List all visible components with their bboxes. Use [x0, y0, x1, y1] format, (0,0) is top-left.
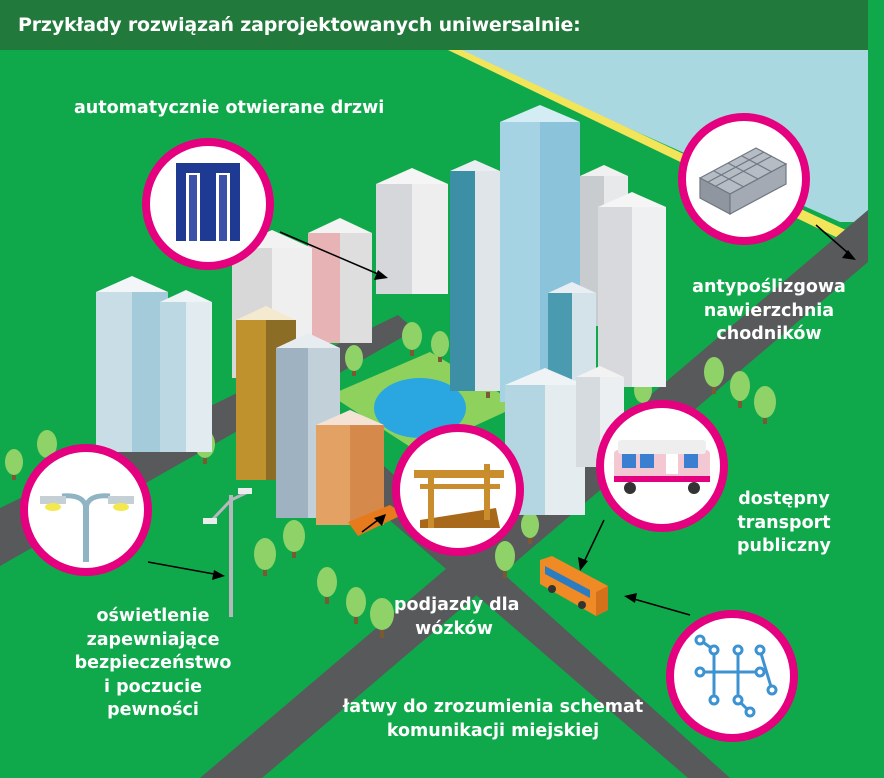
- transit-map-icon: [694, 634, 778, 718]
- label-line: podjazdy dla: [394, 595, 520, 615]
- label-line: wózków: [415, 618, 493, 639]
- tree: [254, 538, 276, 576]
- label-line: nawierzchnia: [703, 300, 835, 321]
- building: [598, 192, 666, 387]
- tree: [5, 449, 23, 480]
- tree: [402, 322, 422, 356]
- label-doors: automatycznie otwierane drzwi: [74, 97, 384, 121]
- paving-tiles-icon: [698, 147, 788, 216]
- circle-doors: [142, 138, 274, 270]
- label-line: oświetlenie: [96, 606, 210, 626]
- label-line: publiczny: [737, 536, 831, 556]
- label-lighting: oświetlenie zapewniające bezpieczeństwo …: [62, 605, 244, 723]
- tree: [37, 430, 57, 464]
- tree: [345, 345, 363, 376]
- building: [450, 160, 500, 391]
- label-surface: antypoślizgowa nawierzchnia chodników: [686, 276, 852, 347]
- bus: [540, 556, 608, 616]
- tree: [704, 357, 724, 394]
- label-scheme: łatwy do zrozumienia schemat komunikacji…: [330, 696, 656, 743]
- tree: [283, 520, 305, 558]
- building: [96, 276, 168, 452]
- building: [500, 105, 580, 402]
- circle-lighting: [20, 444, 152, 576]
- label-line: automatycznie otwierane drzwi: [74, 98, 385, 118]
- ramp: [348, 505, 404, 536]
- label-line: komunikacji miejskiej: [386, 720, 600, 741]
- header-bar: Przykłady rozwiązań zaprojektowanych uni…: [0, 0, 868, 50]
- street-lamp: [203, 488, 252, 617]
- automatic-door-icon: [176, 163, 240, 241]
- label-line: łatwy do zrozumienia schemat: [342, 697, 644, 717]
- tree: [730, 371, 750, 408]
- park: [330, 352, 520, 452]
- street-lamp-icon: [40, 493, 134, 562]
- tree: [495, 541, 515, 578]
- label-line: pewności: [107, 700, 199, 720]
- tram-icon: [614, 440, 710, 494]
- label-line: chodników: [716, 324, 822, 344]
- label-line: zapewniające: [86, 629, 220, 650]
- label-line: antypoślizgowa: [692, 277, 846, 297]
- building: [160, 290, 212, 452]
- label-line: bezpieczeństwo: [74, 653, 232, 673]
- pointer-arrows: [147, 224, 856, 616]
- tree: [754, 386, 776, 424]
- page-title: Przykłady rozwiązań zaprojektowanych uni…: [18, 14, 581, 36]
- circle-transport: [596, 400, 728, 532]
- ramp-icon: [414, 464, 504, 528]
- tree: [431, 331, 449, 362]
- label-line: transport: [737, 512, 831, 533]
- tree: [317, 567, 337, 604]
- circle-scheme: [666, 610, 798, 742]
- tree: [370, 598, 394, 638]
- buildings: [96, 105, 666, 525]
- building: [308, 218, 372, 343]
- building: [316, 410, 384, 525]
- label-transport: dostępny transport publiczny: [728, 488, 840, 559]
- building: [548, 282, 596, 393]
- circle-surface: [678, 113, 810, 245]
- label-ramps: podjazdy dla wózków: [394, 594, 520, 641]
- tree: [346, 587, 366, 624]
- label-line: dostępny: [738, 489, 830, 509]
- tree: [521, 512, 539, 544]
- circle-ramps: [392, 424, 524, 556]
- label-line: i poczucie: [104, 676, 202, 697]
- building: [376, 168, 448, 294]
